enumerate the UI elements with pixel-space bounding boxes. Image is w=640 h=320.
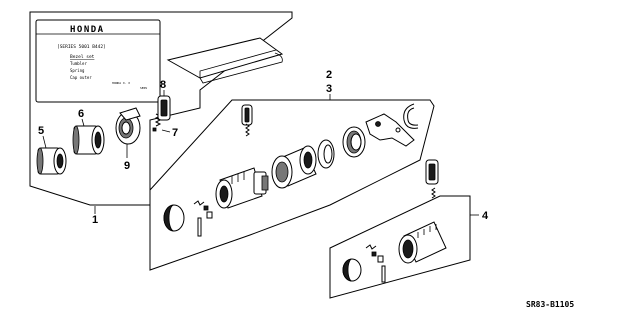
part-8-tumbler (157, 95, 171, 121)
label-card-body (35, 19, 161, 103)
cylinder-pin (197, 217, 202, 237)
callout-2: 2 (326, 69, 332, 81)
label-card: HONDA [SERIES 5001 B442] Bezel set Tumbl… (35, 19, 161, 103)
retainer-ring (317, 139, 335, 169)
label-card-line-cap: Cap outer (70, 75, 92, 80)
label-card-line-spring: Spring (70, 68, 85, 73)
label-card-note-2: SERV (140, 86, 147, 90)
kit-group-outline (29, 11, 293, 206)
part-9-bezel (115, 107, 141, 145)
trunk-cap (342, 258, 362, 282)
door-lock-cylinder (215, 167, 269, 209)
callout-5: 5 (38, 125, 44, 137)
cylinder-springs (193, 200, 213, 219)
label-card-heading: Bezel set (70, 54, 95, 60)
trunk-pin (381, 265, 386, 283)
diagram-code: SR83-B1105 (526, 300, 574, 309)
trunk-tumbler (425, 159, 439, 185)
trunk-lock-cylinder (398, 221, 447, 264)
lock-lever (365, 113, 415, 147)
cylinder-spring (245, 123, 250, 137)
label-card-note-1: HONDA X. X (112, 81, 130, 85)
retaining-clip (403, 103, 419, 129)
callout-6: 6 (78, 108, 84, 120)
label-card-line-tumbler: Tumbler (70, 61, 87, 66)
part-6-collar (72, 125, 105, 155)
label-card-brand: HONDA (70, 25, 105, 35)
callout-3: 3 (326, 83, 332, 95)
callout-4: 4 (482, 210, 489, 222)
trunk-springs (365, 244, 384, 263)
envelope (166, 37, 284, 84)
trunk-spring (431, 187, 436, 199)
cylinder-tumbler (241, 104, 253, 126)
callout-7: 7 (172, 127, 178, 139)
trunk-group-outline (329, 195, 471, 299)
cylinder-bezel (342, 126, 366, 158)
part-5-outer-cap (36, 147, 67, 175)
callout-1: 1 (92, 214, 98, 226)
cylinder-group-outline (149, 99, 435, 271)
callout-8: 8 (160, 79, 166, 91)
cylinder-housing (271, 145, 317, 189)
label-card-series: [SERIES 5001 B442] (57, 44, 106, 50)
callout-9: 9 (124, 160, 130, 172)
cylinder-cap (163, 204, 185, 232)
